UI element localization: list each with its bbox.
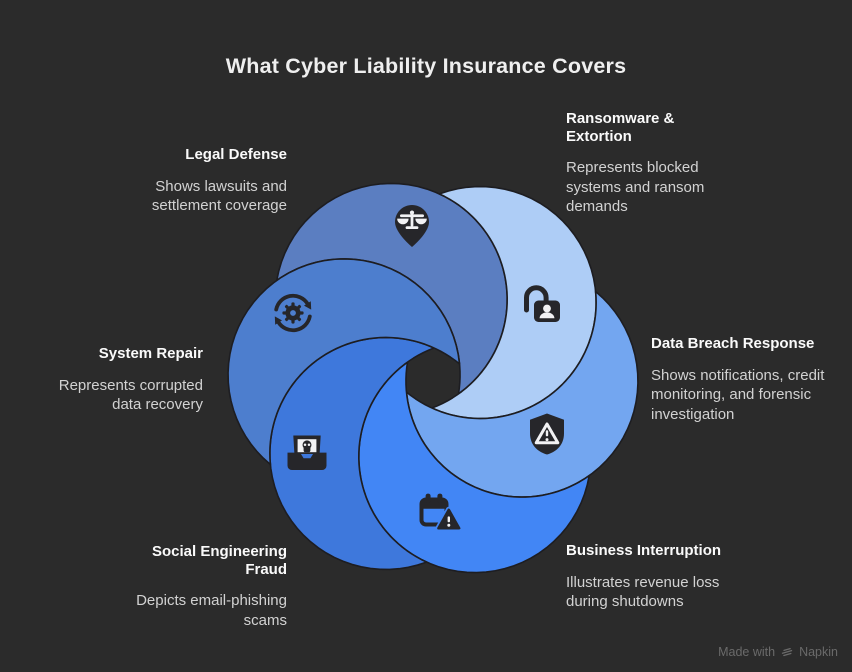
segment-heading: Data Breach Response bbox=[651, 335, 815, 352]
segment-description: Represents blocked systems and ransom de… bbox=[566, 159, 705, 216]
scales-pin-icon bbox=[395, 205, 429, 247]
segment-description: Depicts email-phishing scams bbox=[136, 592, 287, 629]
segment-heading: Business Interruption bbox=[566, 542, 722, 559]
unlocked-padlock-icon bbox=[524, 285, 560, 322]
label-legal-defense: Legal Defense Shows lawsuits and settlem… bbox=[137, 146, 287, 216]
label-business-interruption: Business Interruption Illustrates revenu… bbox=[566, 542, 742, 612]
napkin-logo-icon bbox=[781, 648, 793, 657]
label-system-repair: System Repair Represents corrupted data … bbox=[45, 345, 203, 415]
label-ransomware-extortion: Ransomware & Extortion Represents blocke… bbox=[566, 110, 724, 217]
calendar-alert-icon bbox=[419, 493, 463, 532]
inbox-skull-icon bbox=[287, 435, 327, 470]
segment-heading: System Repair bbox=[98, 345, 203, 362]
page-title: What Cyber Liability Insurance Covers bbox=[225, 54, 627, 78]
segment-description: Illustrates revenue loss during shutdown… bbox=[566, 573, 720, 611]
label-social-engineering-fraud: Social Engineering Fraud Depicts email-p… bbox=[127, 543, 287, 630]
segment-description: Represents corrupted data recovery bbox=[58, 376, 203, 414]
made-with-credit: Made with Napkin bbox=[718, 645, 838, 659]
credit-brand: Napkin bbox=[799, 645, 838, 659]
segment-description: Shows lawsuits and settlement coverage bbox=[151, 177, 287, 215]
segment-heading: Ransomware & Extortion bbox=[566, 110, 675, 145]
pinwheel-diagram bbox=[227, 182, 639, 574]
label-data-breach-response: Data Breach Response Shows notifications… bbox=[651, 335, 827, 424]
segment-description: Shows notifications, credit monitoring, … bbox=[651, 366, 825, 423]
gear-refresh-icon bbox=[274, 293, 312, 333]
pinwheel-petals bbox=[227, 182, 639, 574]
shield-alert-icon bbox=[530, 413, 564, 455]
segment-heading: Legal Defense bbox=[185, 146, 287, 163]
credit-prefix: Made with bbox=[718, 645, 776, 659]
segment-heading: Social Engineering Fraud bbox=[151, 543, 287, 578]
